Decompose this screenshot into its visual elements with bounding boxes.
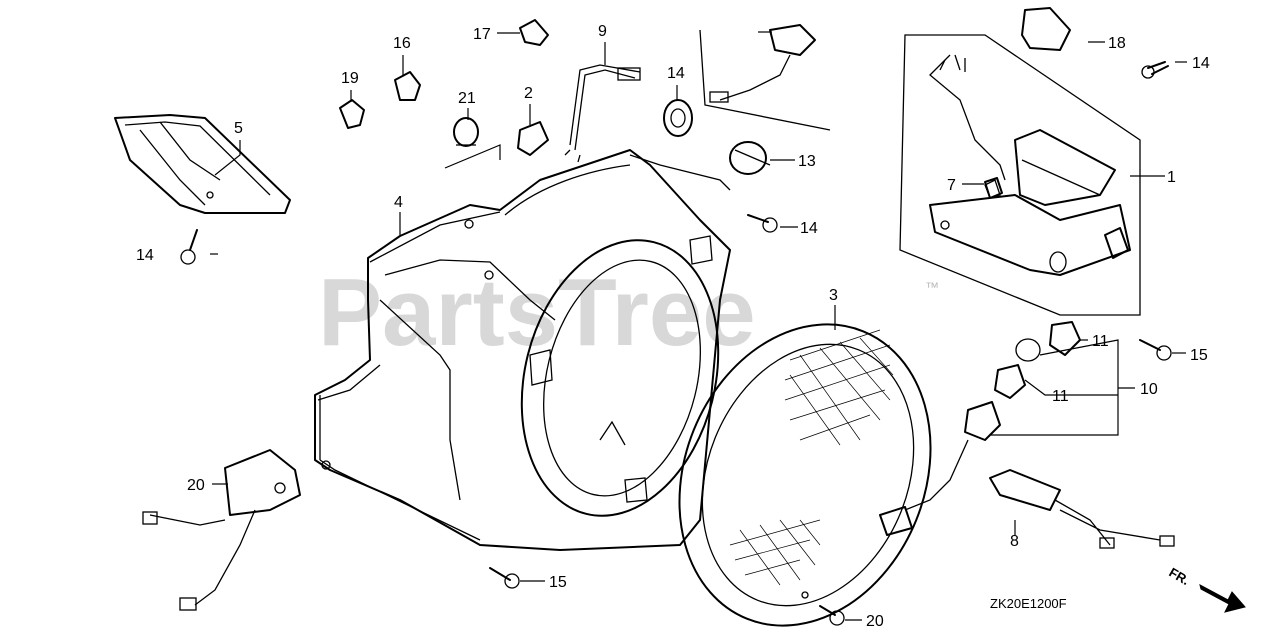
holder-part-2[interactable]	[517, 121, 549, 156]
clip-part-18[interactable]	[339, 99, 365, 129]
callout-1: 1	[1167, 169, 1176, 186]
front-label: FR.	[1167, 565, 1193, 588]
bolt-part-14-c[interactable]	[180, 229, 198, 265]
clamp-part-16[interactable]	[1021, 7, 1071, 51]
callout-12: 13	[798, 153, 816, 170]
unit-part-8[interactable]	[989, 469, 1175, 549]
callout-15-left: 16	[393, 35, 411, 52]
watermark: PartsTree	[318, 259, 756, 366]
callout-14-center: 14	[800, 220, 818, 237]
switch-part-19[interactable]	[142, 449, 301, 611]
callout-5: 5	[234, 120, 243, 137]
callout-14-left: 14	[136, 247, 154, 264]
bolt-part-14-b[interactable]	[747, 214, 778, 233]
callout-14-top-right: 14	[1192, 55, 1210, 72]
grommet-part-13[interactable]	[663, 99, 693, 137]
plug-part-20[interactable]	[453, 117, 479, 147]
bolt-part-14-a[interactable]	[1141, 61, 1169, 79]
callout-16: 18	[1108, 35, 1126, 52]
sensor-part-21[interactable]	[699, 24, 831, 131]
fan-cover-part[interactable]	[314, 149, 746, 551]
bolt-part-17[interactable]	[819, 605, 845, 626]
clip-part-15-left[interactable]	[394, 71, 421, 101]
callout-4: 3	[829, 287, 838, 304]
callout-17: 20	[866, 613, 884, 630]
clip-part-15-top[interactable]	[519, 19, 549, 46]
callout-13: 14	[667, 65, 685, 82]
callout-8: 8	[1010, 533, 1019, 550]
wire-harness-part[interactable]	[564, 64, 731, 191]
control-bracket-part[interactable]	[899, 34, 1141, 316]
callout-10: 10	[1140, 381, 1158, 398]
callout-11-upper: 11	[1092, 333, 1109, 350]
leader-lines	[210, 31, 1187, 621]
clip-part-7[interactable]	[984, 177, 1003, 199]
air-guide-part[interactable]	[114, 114, 291, 214]
callout-20: 21	[458, 90, 476, 107]
callout-18: 19	[341, 70, 359, 87]
callout-19: 20	[187, 477, 205, 494]
callout-2: 2	[524, 85, 533, 102]
bolt-part-14-e[interactable]	[489, 567, 520, 589]
callout-7: 7	[947, 177, 956, 194]
callout-14-bottom: 15	[549, 574, 567, 591]
arrow-right-icon	[1199, 584, 1246, 613]
callout-9: 9	[598, 23, 607, 40]
watermark-trademark: ™	[925, 279, 939, 295]
switch-assembly-part[interactable]	[879, 321, 1081, 536]
callout-3: 4	[394, 194, 403, 211]
cap-part-12[interactable]	[729, 141, 771, 175]
front-direction-arrow: FR.	[1167, 565, 1246, 613]
fan-screen-part[interactable]	[636, 286, 975, 639]
callout-11-lower: 11	[1052, 388, 1069, 405]
callout-15-top: 17	[473, 26, 491, 43]
callout-14-right: 15	[1190, 347, 1208, 364]
bolt-part-14-d[interactable]	[1139, 339, 1172, 361]
diagram-code: ZK20E1200F	[990, 596, 1067, 611]
